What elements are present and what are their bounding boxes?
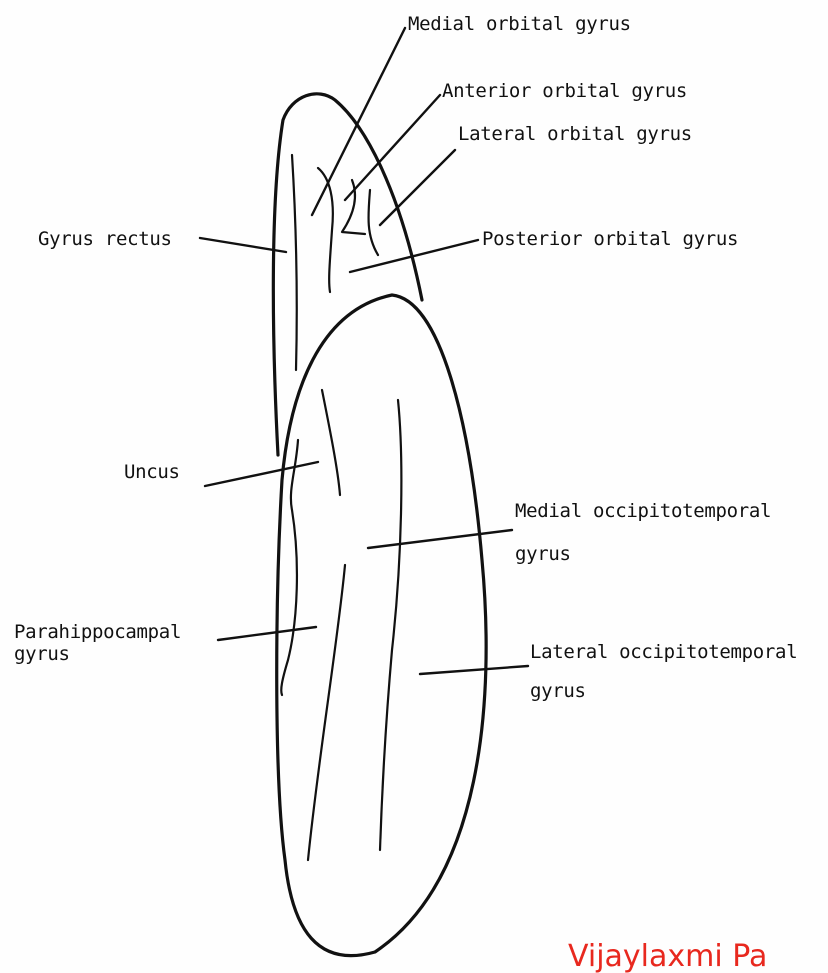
label-posterior-orbital-gyrus: Posterior orbital gyrus <box>482 228 738 250</box>
label-lateral-occipitotemporal-line1: Lateral occipitotemporal <box>530 641 797 663</box>
label-parahippocampal-line2: gyrus <box>14 643 70 665</box>
leader-anterior-orbital <box>345 95 440 200</box>
label-medial-occipitotemporal-line1: Medial occipitotemporal <box>515 500 771 522</box>
label-medial-occipitotemporal-line2: gyrus <box>515 543 571 565</box>
label-anterior-orbital-gyrus: Anterior orbital gyrus <box>442 80 687 102</box>
label-parahippocampal-line1: Parahippocampal <box>14 621 181 643</box>
leader-medial-occipitotemporal <box>368 530 512 548</box>
label-gyrus-rectus: Gyrus rectus <box>38 228 172 250</box>
watermark-text: Vijaylaxmi Pa <box>568 939 767 973</box>
label-uncus: Uncus <box>124 461 180 483</box>
occipitotemporal-sulcus <box>380 400 401 850</box>
orbital-sulcus-b <box>342 180 365 234</box>
leader-uncus <box>205 462 318 486</box>
olfactory-sulcus <box>292 155 297 370</box>
label-lateral-orbital-gyrus: Lateral orbital gyrus <box>458 123 692 145</box>
leader-lateral-occipitotemporal <box>420 666 528 674</box>
collateral-sulcus-lower <box>308 565 345 860</box>
label-lateral-occipitotemporal-line2: gyrus <box>530 680 586 702</box>
label-medial-orbital-gyrus: Medial orbital gyrus <box>408 13 631 35</box>
leader-parahippocampal <box>218 627 316 640</box>
collateral-sulcus <box>322 390 340 495</box>
orbital-sulcus-c <box>368 190 378 255</box>
